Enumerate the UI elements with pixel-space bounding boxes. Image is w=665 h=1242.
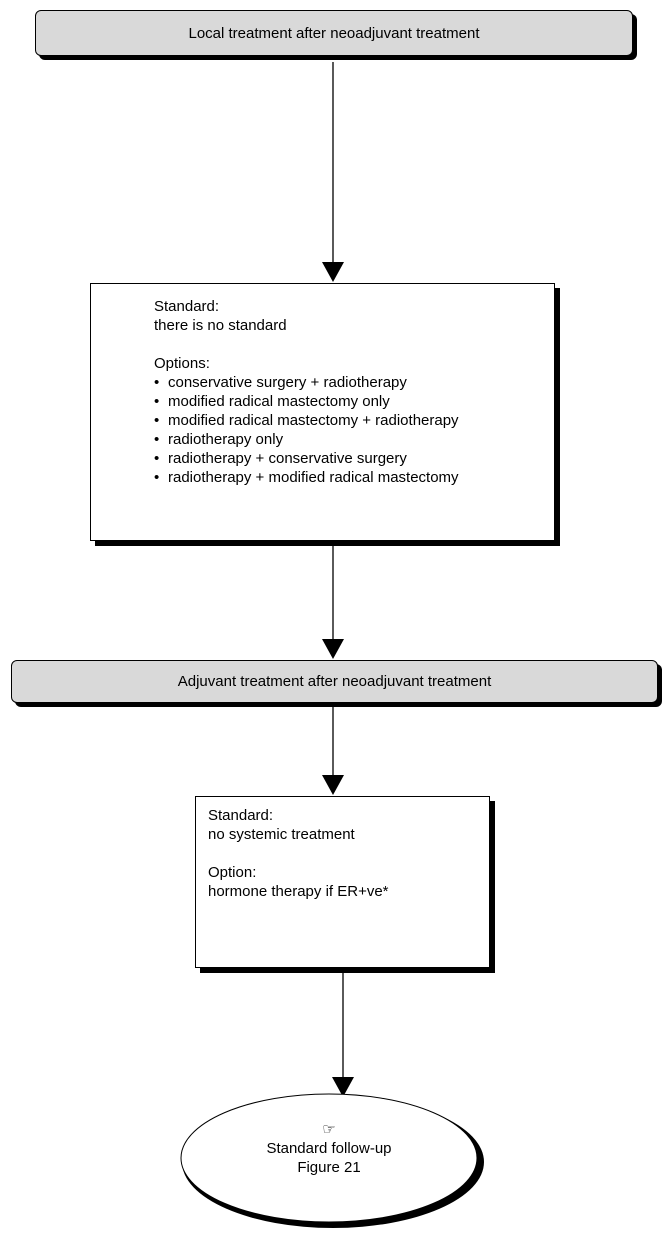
arrow-2 xyxy=(322,546,344,659)
list-item: radiotherapy + modified radical mastecto… xyxy=(154,468,554,487)
list-item: radiotherapy only xyxy=(154,430,554,449)
follow-up-label: ☞ Standard follow-up Figure 21 xyxy=(229,1121,429,1177)
adjuvant-treatment-title: Adjuvant treatment after neoadjuvant tre… xyxy=(177,673,492,690)
adjuvant-options-box: Standard: no systemic treatment Option: … xyxy=(195,796,490,968)
arrow-3 xyxy=(322,706,344,795)
follow-up-line1: Standard follow-up xyxy=(266,1140,392,1157)
local-treatment-title: Local treatment after neoadjuvant treatm… xyxy=(188,24,480,42)
list-item: radiotherapy + conservative surgery xyxy=(154,449,554,468)
option-text: hormone therapy if ER+ve* xyxy=(208,883,389,900)
list-item: modified radical mastectomy + radiothera… xyxy=(154,411,554,430)
option-label: Option: xyxy=(208,864,257,881)
options-label: Options: xyxy=(154,355,210,372)
standard-text: no systemic treatment xyxy=(208,826,355,843)
local-treatment-header: Local treatment after neoadjuvant treatm… xyxy=(35,10,633,56)
list-item: conservative surgery + radiotherapy xyxy=(154,373,554,392)
local-treatment-options-box: Standard: there is no standard Options: … xyxy=(90,283,555,541)
follow-up-line2: Figure 21 xyxy=(297,1159,361,1176)
adjuvant-treatment-header: Adjuvant treatment after neoadjuvant tre… xyxy=(11,660,658,703)
arrow-4 xyxy=(332,973,354,1097)
standard-text: there is no standard xyxy=(154,317,287,334)
pointing-hand-icon: ☞ xyxy=(322,1121,336,1138)
list-item: modified radical mastectomy only xyxy=(154,392,554,411)
standard-label: Standard: xyxy=(154,298,220,315)
standard-label: Standard: xyxy=(208,807,274,824)
arrow-1 xyxy=(322,62,344,282)
options-list: conservative surgery + radiotherapy modi… xyxy=(154,373,554,487)
